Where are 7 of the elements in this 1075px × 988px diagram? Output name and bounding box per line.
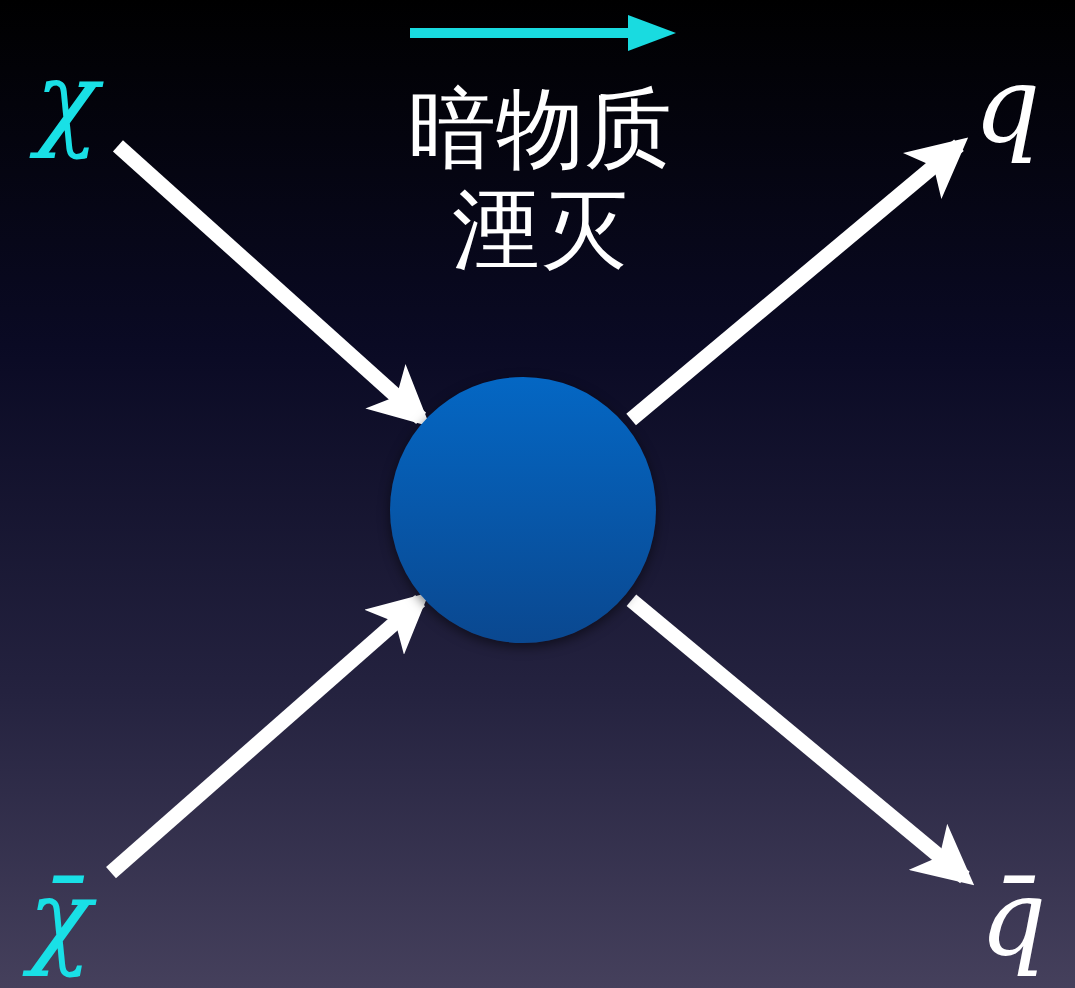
arrow [626,594,975,886]
process-label: 暗物质湮灭 [407,78,673,281]
particle-symbol: χ̄ [15,855,105,980]
particle-symbol: q̄ [968,850,1058,985]
particle-symbol: χ [22,40,112,160]
particle-symbol: q [962,40,1052,170]
arrow [626,137,969,426]
